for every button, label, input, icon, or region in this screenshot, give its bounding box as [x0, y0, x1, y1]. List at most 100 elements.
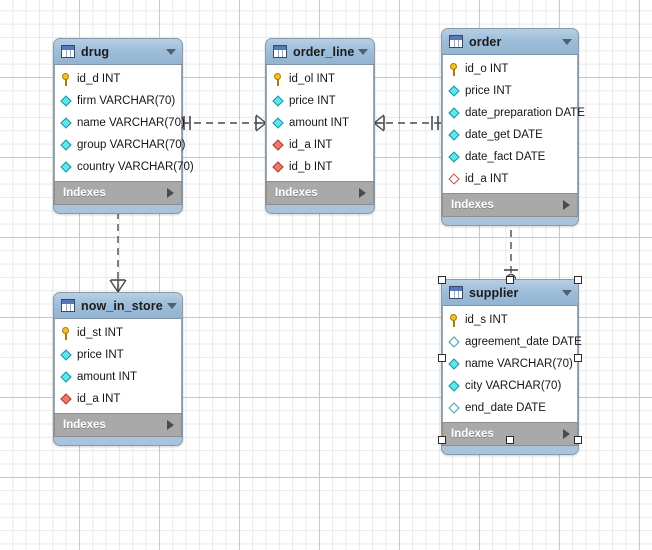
table-columns-drug: id_d INT firm VARCHAR(70) name VARCHAR(7… [54, 65, 194, 181]
table-row[interactable]: id_o INT [443, 58, 577, 80]
table-row[interactable]: name VARCHAR(70) [55, 112, 185, 134]
primary-key-icon [449, 313, 462, 327]
table-columns-supplier: id_s INT agreement_date DATE name VARCHA… [442, 306, 582, 422]
table-row[interactable]: id_a INT [443, 168, 577, 190]
column-icon [61, 117, 74, 130]
resize-handle-middle-right[interactable] [574, 354, 582, 362]
table-now_in_store[interactable]: now_in_store id_st INT price INT amount … [53, 292, 183, 446]
table-header-order[interactable]: order [442, 29, 578, 55]
table-row[interactable]: date_get DATE [443, 124, 577, 146]
foreign-key-icon [61, 393, 74, 406]
column-icon [449, 358, 462, 371]
table-row[interactable]: date_fact DATE [443, 146, 577, 168]
indexes-label: Indexes [451, 428, 494, 440]
chevron-down-icon[interactable] [562, 38, 572, 45]
table-row[interactable]: id_b INT [267, 156, 373, 178]
primary-key-icon [449, 62, 462, 76]
resize-handle-bottom-center[interactable] [506, 436, 514, 444]
table-row[interactable]: id_a INT [267, 134, 373, 156]
table-row[interactable]: date_preparation DATE [443, 102, 585, 124]
table-title: now_in_store [81, 298, 163, 313]
relationship-drug-order_line[interactable] [182, 108, 267, 140]
table-title: order_line [293, 44, 355, 59]
table-row[interactable]: id_d INT [55, 68, 181, 90]
chevron-right-icon[interactable] [167, 420, 174, 430]
resize-handle-top-right[interactable] [574, 276, 582, 284]
chevron-down-icon[interactable] [166, 48, 176, 55]
table-drug[interactable]: drug id_d INT firm VARCHAR(70) name VARC… [53, 38, 194, 214]
resize-handle-bottom-left[interactable] [438, 436, 446, 444]
chevron-down-icon[interactable] [358, 48, 369, 55]
table-row[interactable]: price INT [443, 80, 577, 102]
chevron-down-icon[interactable] [166, 302, 177, 309]
table-row[interactable]: id_s INT [443, 309, 577, 331]
indexes-section-order_line[interactable]: Indexes [266, 181, 374, 205]
table-row[interactable]: name VARCHAR(70) [443, 353, 577, 375]
column-label: id_a INT [289, 139, 333, 151]
table-row[interactable]: end_date DATE [443, 397, 577, 419]
table-order_line[interactable]: order_line id_ol INT price INT amount IN… [265, 38, 375, 214]
chevron-right-icon[interactable] [359, 188, 366, 198]
chevron-right-icon[interactable] [563, 429, 570, 439]
column-label: group VARCHAR(70) [77, 139, 186, 151]
column-icon [449, 380, 462, 393]
indexes-label: Indexes [63, 187, 106, 199]
table-title: supplier [469, 285, 519, 300]
table-header-drug[interactable]: drug [54, 39, 182, 65]
table-row[interactable]: group VARCHAR(70) [55, 134, 185, 156]
table-row[interactable]: amount INT [267, 112, 373, 134]
column-label: firm VARCHAR(70) [77, 95, 176, 107]
table-header-supplier[interactable]: supplier [442, 280, 578, 306]
indexes-section-order[interactable]: Indexes [442, 193, 578, 217]
column-label: amount INT [289, 117, 350, 129]
table-row[interactable]: agreement_date DATE [443, 331, 582, 353]
column-icon [449, 107, 462, 120]
column-icon [449, 129, 462, 142]
table-icon [449, 35, 463, 48]
resize-handle-top-left[interactable] [438, 276, 446, 284]
indexes-label: Indexes [63, 419, 106, 431]
table-row[interactable]: id_ol INT [267, 68, 373, 90]
table-row[interactable]: amount INT [55, 366, 181, 388]
table-row[interactable]: price INT [55, 344, 181, 366]
column-nullable-icon [449, 336, 462, 349]
table-header-order_line[interactable]: order_line [266, 39, 374, 65]
column-label: date_preparation DATE [465, 107, 585, 119]
table-icon [61, 299, 75, 312]
column-label: end_date DATE [465, 402, 546, 414]
column-label: country VARCHAR(70) [77, 161, 194, 173]
table-header-now_in_store[interactable]: now_in_store [54, 293, 182, 319]
foreign-key-icon [273, 139, 286, 152]
column-label: date_get DATE [465, 129, 543, 141]
indexes-section-drug[interactable]: Indexes [54, 181, 182, 205]
table-row[interactable]: id_a INT [55, 388, 181, 410]
table-order[interactable]: order id_o INT price INT date_preparatio… [441, 28, 585, 226]
chevron-down-icon[interactable] [562, 289, 572, 296]
table-icon [449, 286, 463, 299]
column-label: amount INT [77, 371, 138, 383]
table-row[interactable]: country VARCHAR(70) [55, 156, 194, 178]
table-title: drug [81, 44, 110, 59]
resize-handle-top-center[interactable] [506, 276, 514, 284]
chevron-right-icon[interactable] [167, 188, 174, 198]
foreign-key-icon [273, 161, 286, 174]
table-row[interactable]: price INT [267, 90, 373, 112]
foreign-key-nullable-icon [449, 173, 462, 186]
table-columns-now_in_store: id_st INT price INT amount INT id_a INT [54, 319, 182, 413]
indexes-section-now_in_store[interactable]: Indexes [54, 413, 182, 437]
column-label: price INT [77, 349, 124, 361]
table-row[interactable]: firm VARCHAR(70) [55, 90, 181, 112]
chevron-right-icon[interactable] [563, 200, 570, 210]
column-label: name VARCHAR(70) [77, 117, 185, 129]
column-label: id_o INT [465, 63, 509, 75]
resize-handle-middle-left[interactable] [438, 354, 446, 362]
column-icon [449, 151, 462, 164]
table-row[interactable]: city VARCHAR(70) [443, 375, 577, 397]
column-label: id_st INT [77, 327, 124, 339]
table-row[interactable]: id_st INT [55, 322, 181, 344]
table-supplier[interactable]: supplier id_s INT agreement_date DATE na… [441, 279, 582, 455]
relationship-order_line-order[interactable] [373, 108, 442, 140]
resize-handle-bottom-right[interactable] [574, 436, 582, 444]
indexes-label: Indexes [275, 187, 318, 199]
